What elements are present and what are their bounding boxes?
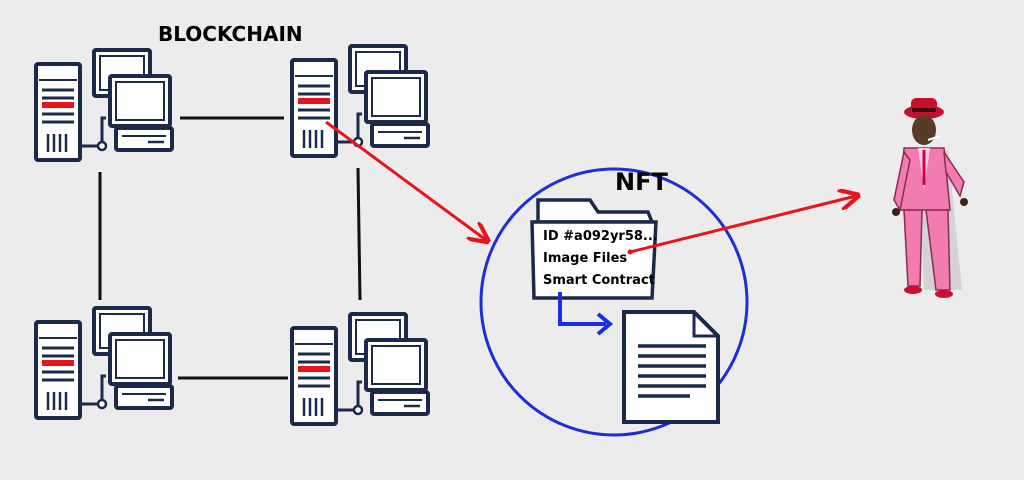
folder-line-smart-contract: Smart Contract bbox=[543, 273, 655, 288]
folder-line-id: ID #a092yr58... bbox=[543, 229, 658, 244]
server-node-top-right bbox=[290, 44, 430, 158]
folder-icon bbox=[530, 198, 658, 300]
blockchain-title: BLOCKCHAIN bbox=[158, 22, 303, 46]
server-node-top-left bbox=[34, 48, 174, 162]
nft-label: NFT bbox=[615, 168, 668, 196]
link-right bbox=[356, 167, 362, 301]
person-in-pink-suit-illustration bbox=[892, 98, 968, 298]
red-arrow-blockchain-to-nft bbox=[325, 120, 486, 240]
document-icon bbox=[622, 310, 720, 424]
server-node-bottom-right bbox=[290, 312, 430, 426]
arrow-origin-dot bbox=[627, 249, 633, 255]
nft-circle bbox=[479, 167, 749, 437]
red-arrow-nft-to-owner bbox=[629, 196, 856, 254]
blue-arrow bbox=[558, 292, 614, 336]
server-node-bottom-left bbox=[34, 306, 174, 420]
folder-line-image-files: Image Files bbox=[543, 251, 627, 266]
